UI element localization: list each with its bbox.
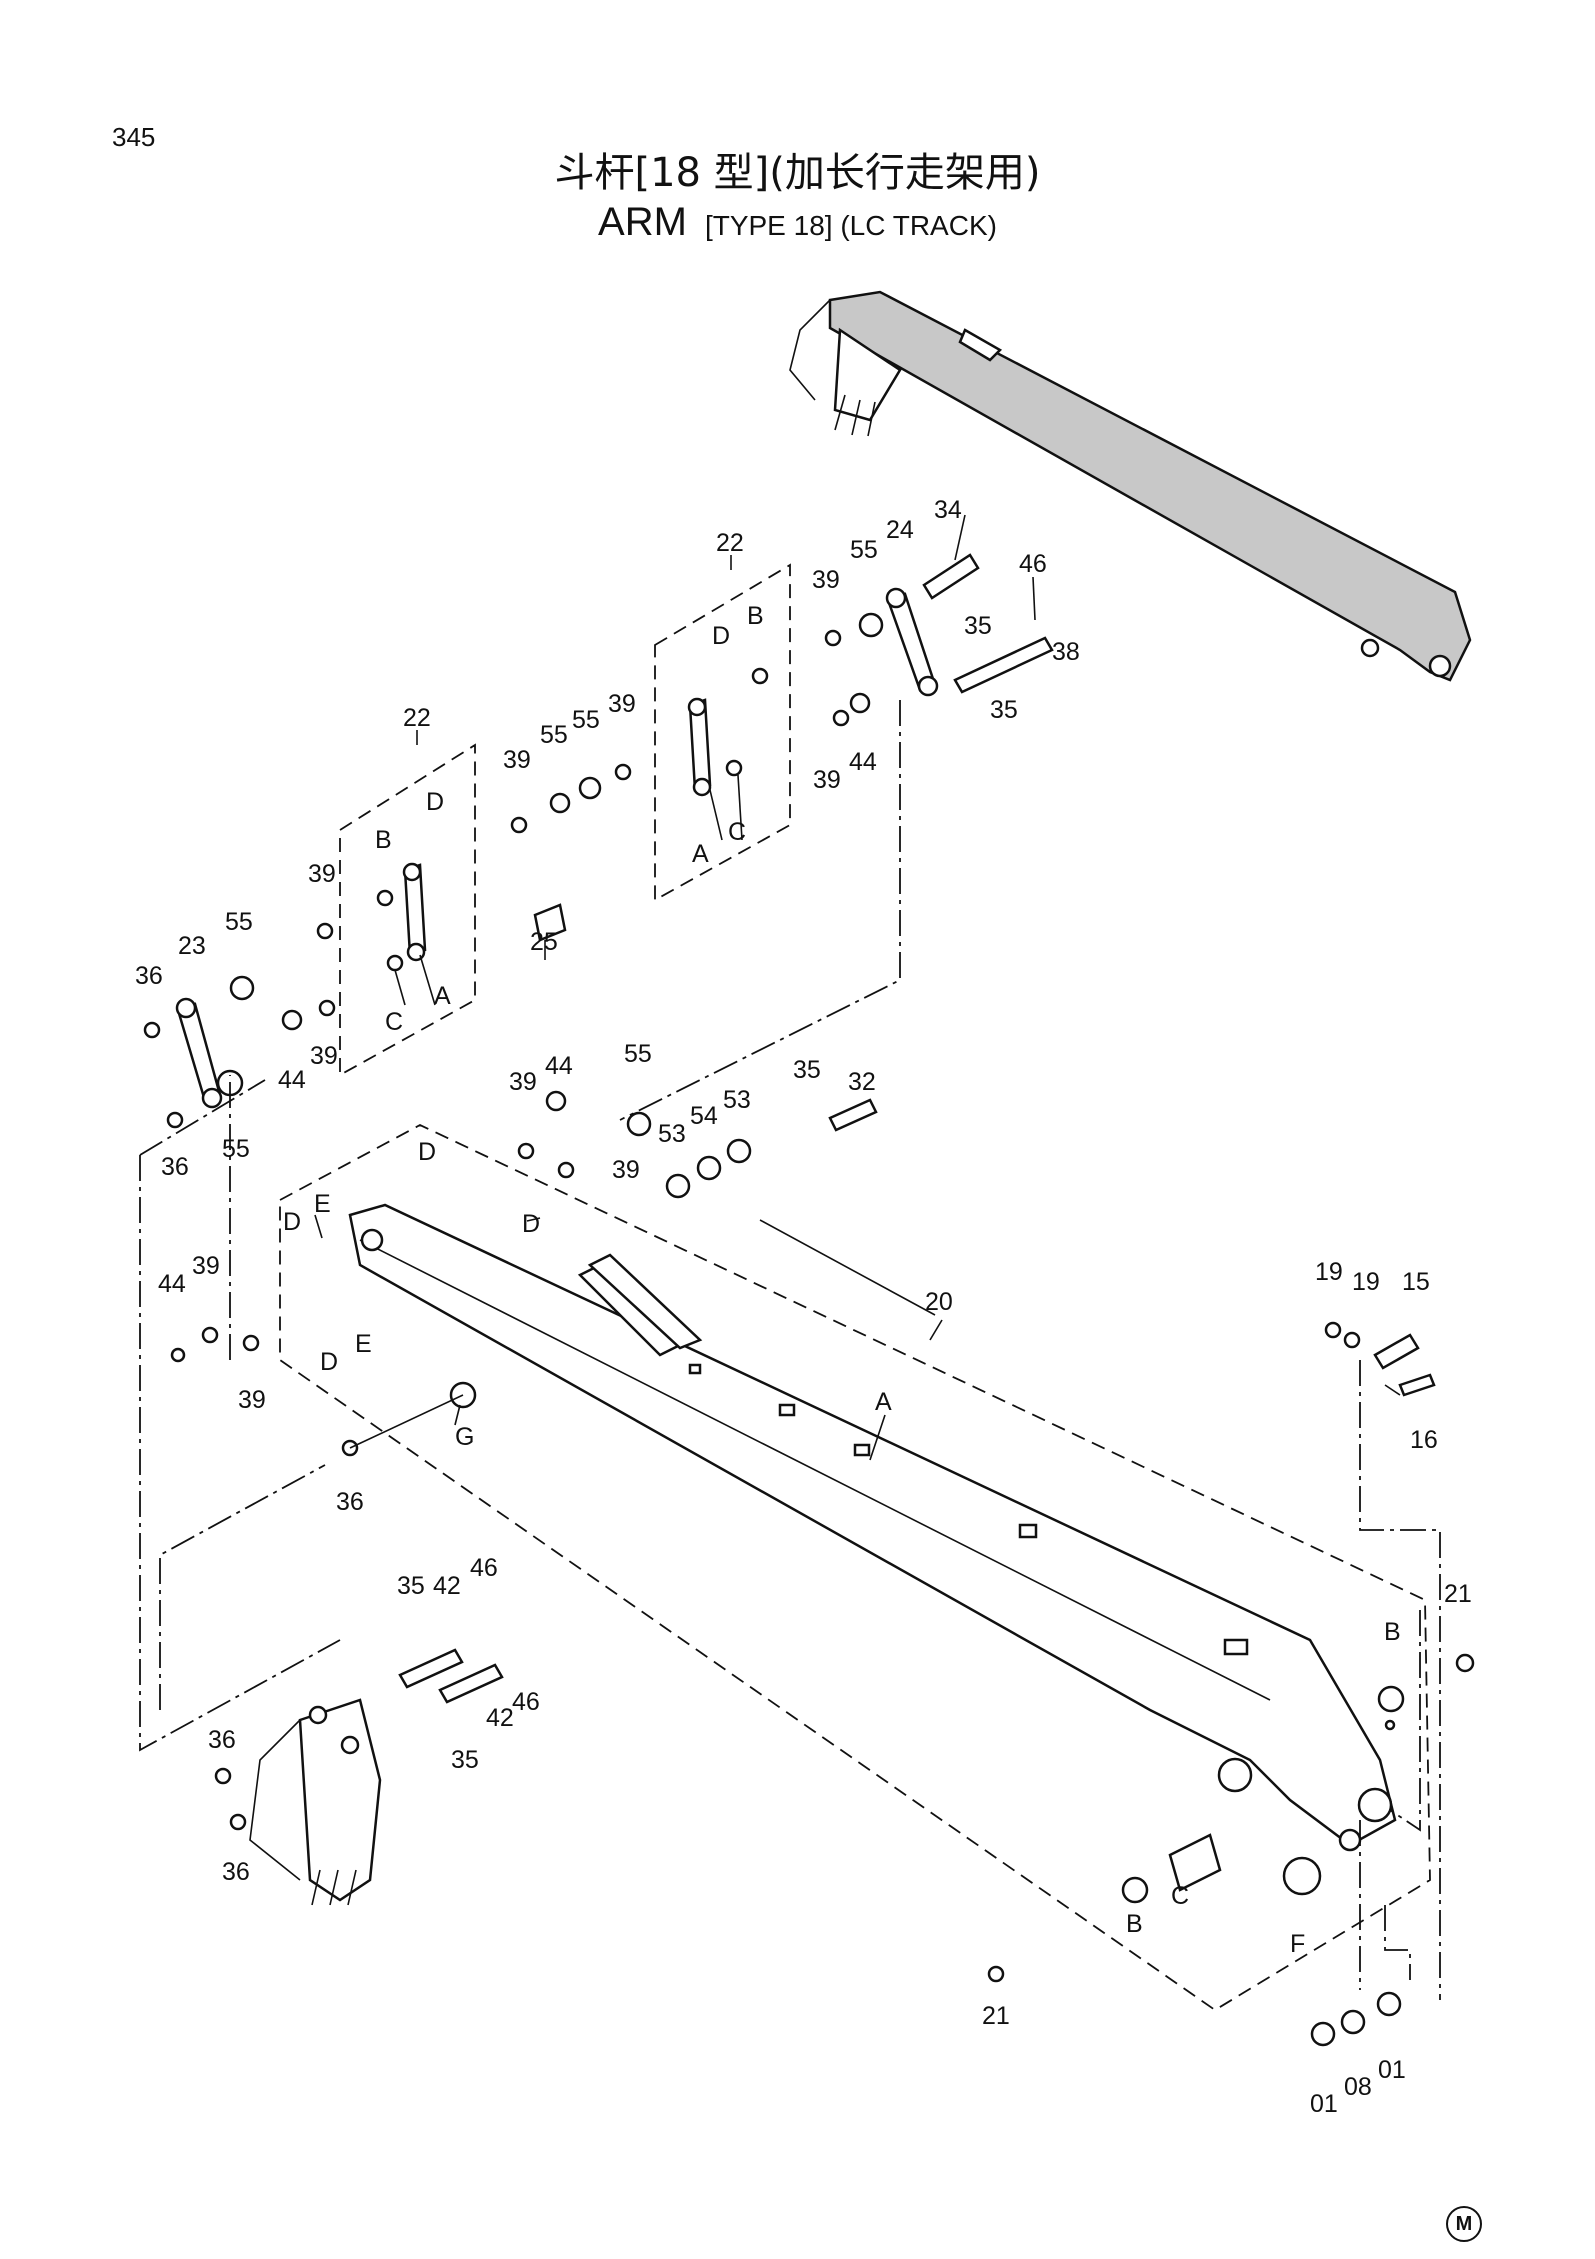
callout-label: 35 (451, 1746, 479, 1774)
callout-label: A (434, 982, 451, 1010)
callout-label: 55 (572, 706, 600, 734)
callout-label: D (418, 1138, 436, 1166)
callout-label: 01 (1378, 2056, 1406, 2084)
callout-label: 36 (222, 1858, 250, 1886)
callout-label: D (426, 788, 444, 816)
callout-label: 55 (624, 1040, 652, 1068)
callout-label: D (320, 1348, 338, 1376)
callout-label: 55 (540, 721, 568, 749)
callout-label: 15 (1402, 1268, 1430, 1296)
callout-label: 44 (278, 1066, 306, 1094)
title-english-main: ARM (598, 200, 687, 244)
callout-label: 21 (982, 2002, 1010, 2030)
leader-lines (314, 514, 1401, 1461)
callout-label: B (747, 602, 764, 630)
callout-label: 36 (208, 1726, 236, 1754)
callout-label: 39 (813, 766, 841, 794)
callout-label: 34 (934, 496, 962, 524)
callout-label: 19 (1352, 1268, 1380, 1296)
callout-label: D (712, 622, 730, 650)
callout-label: 53 (658, 1120, 686, 1148)
callout-label: 35 (964, 612, 992, 640)
callout-label: C (385, 1008, 403, 1036)
arm-assembly-20-boundary (279, 1123, 1431, 2012)
callout-label: 39 (503, 746, 531, 774)
callout-label: 39 (192, 1252, 220, 1280)
callout-label: 35 (990, 696, 1018, 724)
callout-label: 23 (178, 932, 206, 960)
callout-label: 54 (690, 1102, 718, 1130)
callout-label: 44 (545, 1052, 573, 1080)
callout-label: 36 (161, 1153, 189, 1181)
callout-labels: 22 39 55 24 34 46 D B 35 38 35 22 55 55 … (135, 496, 1472, 2118)
callout-label: 55 (222, 1135, 250, 1163)
link-assembly-left (339, 743, 476, 1077)
callout-label: A (875, 1388, 892, 1416)
callout-label: D (522, 1210, 540, 1238)
callout-label: 39 (310, 1042, 338, 1070)
callout-label: 19 (1315, 1258, 1343, 1286)
callout-label: G (455, 1423, 474, 1451)
callout-label: 39 (812, 566, 840, 594)
callout-label: 38 (1052, 638, 1080, 666)
callout-label: 08 (1344, 2073, 1372, 2101)
callout-label: 42 (486, 1704, 514, 1732)
callout-label: 44 (849, 748, 877, 776)
callout-label: A (692, 840, 709, 868)
title-english: ARM [TYPE 18] (LC TRACK) (0, 200, 1595, 245)
callout-label: 53 (723, 1086, 751, 1114)
callout-label: 39 (509, 1068, 537, 1096)
callout-label: 32 (848, 1068, 876, 1096)
callout-label: 36 (135, 962, 163, 990)
manufacturer-logo: M (1446, 2206, 1482, 2242)
callout-label: 46 (1019, 550, 1047, 578)
logo-text: M (1455, 2212, 1473, 2235)
callout-label: 46 (470, 1554, 498, 1582)
callout-label: 22 (716, 529, 744, 557)
callout-label: 42 (433, 1572, 461, 1600)
callout-label: C (728, 818, 746, 846)
callout-label: 20 (925, 1288, 953, 1316)
callout-label: 25 (530, 928, 558, 956)
arm-body (348, 1203, 1397, 1852)
callout-label: 39 (612, 1156, 640, 1184)
callout-label: 01 (1310, 2090, 1338, 2118)
page-number: 345 (112, 122, 156, 152)
callout-label: 35 (793, 1056, 821, 1084)
callout-label: 39 (308, 860, 336, 888)
callout-label: 24 (886, 516, 914, 544)
link-assembly-right (654, 563, 791, 902)
callout-label: B (1126, 1910, 1143, 1938)
callout-label: 16 (1410, 1426, 1438, 1454)
callout-label: D (283, 1208, 301, 1236)
link-24 (885, 587, 939, 697)
callout-label: F (1290, 1930, 1305, 1958)
callout-label: B (1384, 1618, 1401, 1646)
title-english-sub: [TYPE 18] (LC TRACK) (704, 210, 997, 241)
arm-overview-thumbnail (789, 290, 1472, 682)
callout-label: 21 (1444, 1580, 1472, 1608)
callout-label: 36 (336, 1488, 364, 1516)
callout-label: B (375, 826, 392, 854)
callout-label: 39 (238, 1386, 266, 1414)
washers-and-rings (143, 612, 1475, 2047)
callout-label: C (1171, 1882, 1189, 1910)
bucket (249, 1698, 382, 1906)
link-23 (175, 997, 223, 1109)
callout-label: 55 (850, 536, 878, 564)
callout-label: E (355, 1330, 372, 1358)
pins-and-bushings (398, 553, 1436, 1904)
callout-label: 46 (512, 1688, 540, 1716)
callout-label: 35 (397, 1572, 425, 1600)
alignment-lines (139, 700, 1441, 2000)
callout-label: E (314, 1190, 331, 1218)
title-chinese: 斗杆[18 型](加长行走架用) (554, 150, 1041, 196)
callout-label: 22 (403, 704, 431, 732)
callout-label: 39 (608, 690, 636, 718)
callout-label: 55 (225, 908, 253, 936)
callout-label: 44 (158, 1270, 186, 1298)
